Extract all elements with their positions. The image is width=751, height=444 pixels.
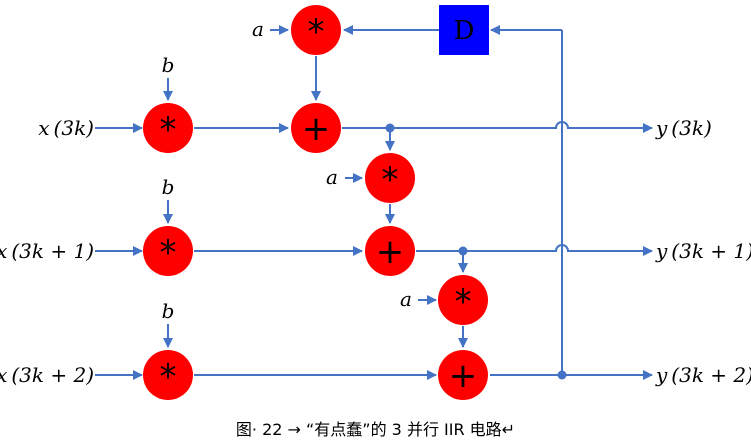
input-label-x0: x (3k) bbox=[38, 116, 94, 140]
mult-symbol: * bbox=[160, 233, 177, 273]
mult-symbol: * bbox=[455, 282, 472, 322]
coef-b-label: b bbox=[162, 175, 175, 199]
adder-2 bbox=[365, 226, 415, 276]
mult-symbol: * bbox=[160, 357, 177, 397]
wire-a2-to-y1 bbox=[416, 244, 653, 256]
coef-a-label: a bbox=[400, 287, 412, 311]
add-symbol: + bbox=[376, 232, 405, 272]
delay-block bbox=[439, 5, 489, 55]
coef-b-label: b bbox=[162, 299, 175, 323]
multiplier-a3 bbox=[438, 275, 488, 325]
multiplier-a2 bbox=[365, 153, 415, 203]
output-label-y2: y (3k + 2) bbox=[655, 363, 751, 387]
mult-symbol: * bbox=[308, 12, 325, 52]
add-symbol: + bbox=[302, 109, 331, 149]
multiplier-b3 bbox=[143, 350, 193, 400]
multiplier-b2 bbox=[143, 226, 193, 276]
adder-1 bbox=[291, 103, 341, 153]
mult-symbol: * bbox=[160, 110, 177, 150]
multiplier-a1 bbox=[291, 5, 341, 55]
coef-b-label: b bbox=[162, 53, 175, 77]
add-symbol: + bbox=[449, 356, 478, 396]
output-label-y0: y (3k) bbox=[655, 116, 712, 140]
output-label-y1: y (3k + 1) bbox=[655, 239, 751, 263]
input-label-x1: x (3k + 1) bbox=[0, 239, 94, 263]
multiplier-b1 bbox=[143, 103, 193, 153]
mult-symbol: * bbox=[382, 160, 399, 200]
coef-a-label: a bbox=[252, 17, 264, 41]
coef-a-label: a bbox=[326, 165, 338, 189]
input-label-x2: x (3k + 2) bbox=[0, 363, 94, 387]
figure-caption: 图· 22 → “有点蠢”的 3 并行 IIR 电路↵ bbox=[235, 420, 516, 439]
junction-dot bbox=[557, 370, 567, 380]
junction-dot bbox=[458, 246, 468, 256]
adder-3 bbox=[438, 350, 488, 400]
junction-dot bbox=[385, 123, 395, 133]
delay-label: D bbox=[454, 16, 475, 46]
